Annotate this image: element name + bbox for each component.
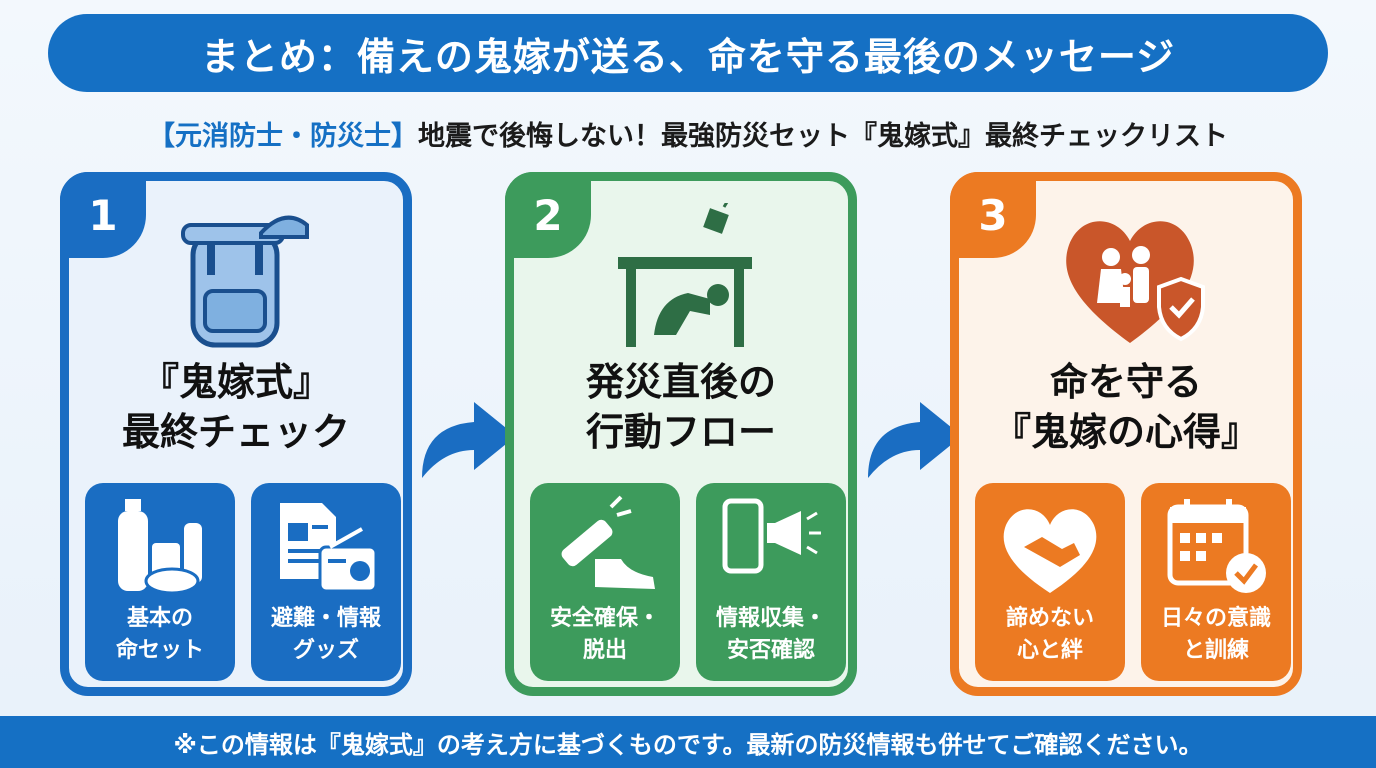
- step-number-badge: 2: [505, 172, 591, 258]
- sub-item-daily-training: 日々の意識と訓練: [1141, 483, 1291, 681]
- subtitle-tag: 【元消防士・防災士】: [148, 121, 418, 152]
- backpack-helmet-icon: [181, 215, 309, 348]
- calendar-check-icon: [1167, 499, 1266, 593]
- sub-item-safety-escape: 安全確保・脱出: [530, 483, 680, 681]
- flashlight-shoe-icon: [561, 495, 655, 589]
- document-radio-icon: [280, 503, 378, 593]
- subtitle: 【元消防士・防災士】地震で後悔しない！最強防災セット『鬼嫁式』最終チェックリスト: [0, 114, 1376, 153]
- card-title: 『鬼嫁式』最終チェック: [121, 360, 350, 454]
- card-final-check: 1 『鬼嫁式』最終チェック 基本の命セット 避難・情報グッズ: [60, 172, 412, 696]
- sub-item-basic-set: 基本の命セット: [85, 483, 235, 681]
- subtitle-text: 地震で後悔しない！最強防災セット『鬼嫁式』最終チェックリスト: [418, 121, 1228, 152]
- step-number-badge: 1: [60, 172, 146, 258]
- water-food-icon: [118, 499, 202, 595]
- arrow-right-icon: [868, 402, 962, 478]
- footer-note: ※この情報は『鬼嫁式』の考え方に基づくものです。最新の防災情報も併せてご確認くだ…: [0, 716, 1376, 768]
- handshake-heart-icon: [1003, 509, 1097, 593]
- family-heart-shield-icon: [1066, 221, 1205, 343]
- arrow-right-icon: [422, 402, 516, 478]
- sub-item-never-give-up: 諦めない心と絆: [975, 483, 1125, 681]
- card-action-flow: 2 発災直後の行動フロー 安全確保・脱出 情報収集・安否確認: [505, 172, 857, 696]
- sub-item-evacuation-goods: 避難・情報グッズ: [251, 483, 401, 681]
- page-title: まとめ：備えの鬼嫁が送る、命を守る最後のメッセージ: [48, 14, 1328, 92]
- sub-item-info-safety-check: 情報収集・安否確認: [696, 483, 846, 681]
- take-cover-under-table-icon: [618, 203, 752, 347]
- card-title: 発災直後の行動フロー: [585, 360, 776, 454]
- step-number-badge: 3: [950, 172, 1036, 258]
- card-mindset: 3 命を守る『鬼嫁の心得』 諦めない心と絆 日々の意識と訓練: [950, 172, 1302, 696]
- phone-megaphone-icon: [722, 498, 821, 574]
- card-title: 命を守る『鬼嫁の心得』: [992, 360, 1259, 454]
